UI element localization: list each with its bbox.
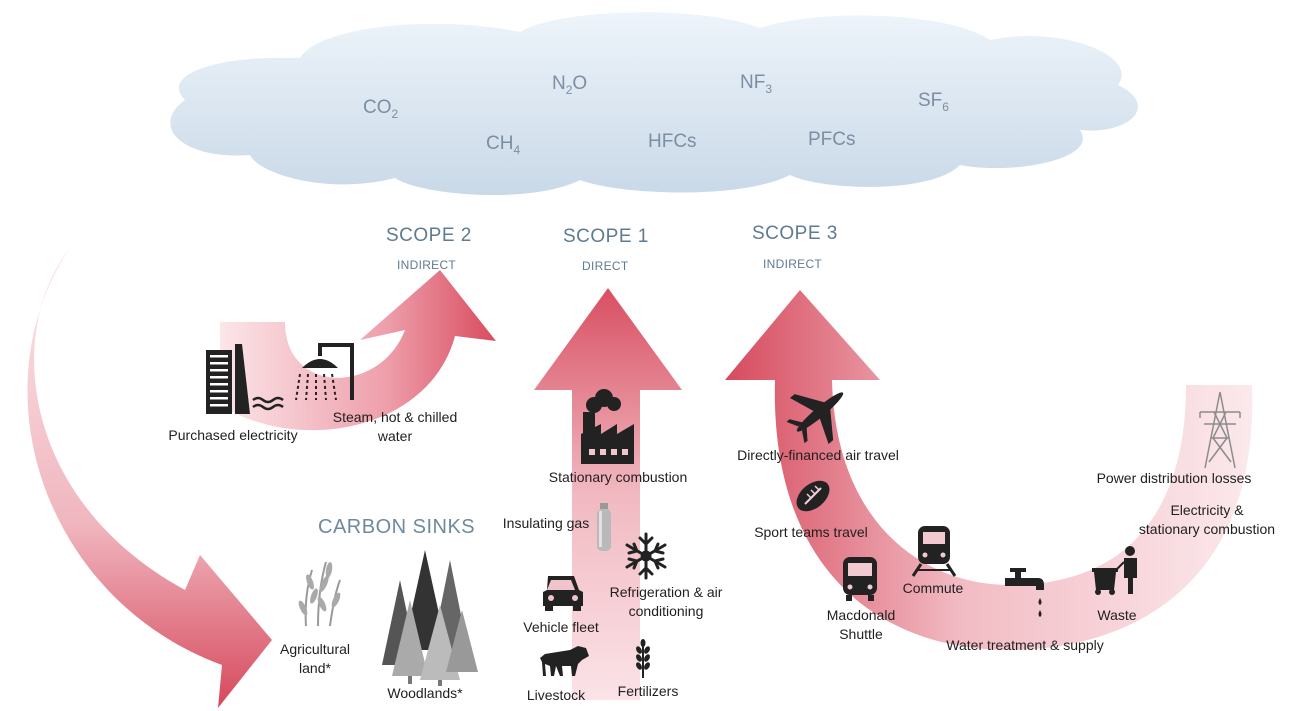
bus-icon xyxy=(843,557,877,601)
power-plant-icon xyxy=(206,344,284,414)
waste-icon xyxy=(1092,546,1137,595)
snowflake-icon xyxy=(625,532,667,580)
airplane-icon xyxy=(786,392,844,444)
sport-teams-label: Sport teams travel xyxy=(754,524,868,540)
gas-ch4-label: CH4 xyxy=(486,133,521,157)
air-travel-label: Directly-financed air travel xyxy=(737,447,899,463)
power-tower-icon xyxy=(1199,391,1241,469)
water-treatment-label: Water treatment & supply xyxy=(946,637,1104,653)
gas-sf6-label: SF6 xyxy=(918,90,949,114)
cow-icon xyxy=(540,646,589,676)
factory-icon xyxy=(581,389,634,464)
car-icon xyxy=(543,576,583,611)
gas-hfcs-label: HFCs xyxy=(648,131,697,152)
sinks-arc-arrow xyxy=(27,248,272,708)
electricity-combustion-label: Electricity &stationary combustion xyxy=(1138,502,1276,537)
woodlands-label: Woodlands* xyxy=(387,685,463,701)
football-icon xyxy=(796,480,830,512)
waste-label: Waste xyxy=(1097,607,1137,623)
scope2-title: SCOPE 2 xyxy=(386,225,472,246)
gas-n2o-label: N2O xyxy=(552,73,588,97)
scope3-subtitle: INDIRECT xyxy=(763,257,823,271)
carbon-sinks-title: CARBON SINKS xyxy=(318,516,476,538)
power-losses-label: Power distribution losses xyxy=(1096,470,1252,486)
gas-cylinder-icon xyxy=(597,503,611,551)
fertilizers-label: Fertilizers xyxy=(617,683,679,699)
wheat-icon xyxy=(636,639,650,678)
gas-pfcs-label: PFCs xyxy=(808,129,856,150)
shower-icon xyxy=(295,343,354,401)
scope3-title: SCOPE 3 xyxy=(752,223,838,244)
faucet-icon xyxy=(1005,568,1044,617)
commute-label: Commute xyxy=(902,580,964,596)
gas-cloud xyxy=(170,12,1138,196)
scope1-subtitle: DIRECT xyxy=(582,259,629,273)
agricultural-plant-icon xyxy=(298,561,341,627)
scope1-arrow xyxy=(534,288,682,700)
train-icon xyxy=(911,526,957,577)
livestock-label: Livestock xyxy=(526,687,586,703)
scope2-arrow xyxy=(220,270,496,431)
insulating-gas-label: Insulating gas xyxy=(502,515,590,531)
gas-nf3-label: NF3 xyxy=(740,72,773,96)
purchased-electricity-label: Purchased electricity xyxy=(168,427,298,443)
stationary-combustion-label: Stationary combustion xyxy=(548,469,688,485)
scope1-title: SCOPE 1 xyxy=(563,226,649,247)
woodlands-trees-icon xyxy=(382,550,478,686)
gas-co2-label: CO2 xyxy=(363,97,399,121)
scope2-subtitle: INDIRECT xyxy=(397,258,457,272)
vehicle-fleet-label: Vehicle fleet xyxy=(523,619,599,635)
